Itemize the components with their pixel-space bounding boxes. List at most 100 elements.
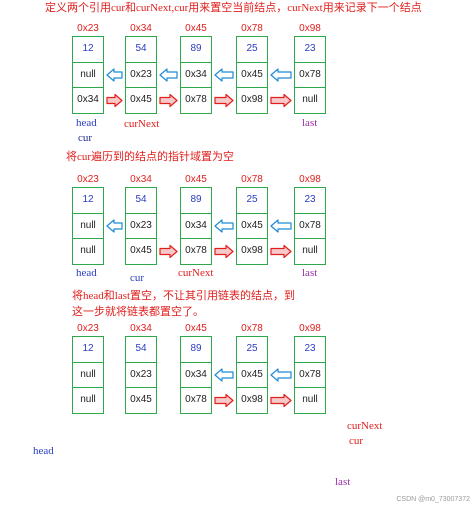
node-address-label: 0x98	[299, 23, 321, 34]
node-prev-cell: 0x78	[294, 61, 326, 89]
prev-pointer-arrow	[270, 219, 292, 233]
node-prev-cell: null	[72, 361, 104, 389]
node-next-cell: 0x45	[125, 238, 157, 265]
head-reference-label: head	[33, 445, 54, 457]
node-next-cell: 0x45	[125, 87, 157, 114]
node-next-cell: 0x98	[236, 238, 268, 265]
node-prev-cell: 0x45	[236, 361, 268, 389]
node-value-cell: 54	[125, 36, 157, 63]
next-pointer-arrow	[214, 244, 234, 259]
step-2-caption: 将cur遍历到的结点的指针域置为空	[66, 151, 235, 163]
node-value-cell: 54	[125, 336, 157, 363]
node-next-cell: 0x45	[125, 387, 157, 414]
step-3-caption-line-2: 这一步就将链表都置空了。	[72, 306, 204, 318]
prev-pointer-arrow	[106, 68, 123, 82]
cur-reference-label: cur	[130, 272, 145, 284]
node-prev-cell: 0x34	[180, 61, 212, 89]
step-1-caption: 定义两个引用cur和curNext,cur用来置空当前结点，curNext用来记…	[45, 2, 422, 14]
curnext-reference-label: curNext	[347, 420, 383, 432]
node-address-label: 0x98	[299, 323, 321, 334]
head-reference-label: head	[76, 267, 97, 279]
node-value-cell: 25	[236, 336, 268, 363]
node-value-cell: 89	[180, 187, 212, 214]
node-value-cell: 12	[72, 336, 104, 363]
prev-pointer-arrow	[270, 68, 292, 82]
next-pointer-arrow	[270, 244, 292, 259]
node-next-cell: null	[294, 387, 326, 414]
node-address-label: 0x45	[185, 174, 207, 185]
prev-pointer-arrow	[270, 368, 292, 382]
node-address-label: 0x98	[299, 174, 321, 185]
node-prev-cell: null	[72, 212, 104, 240]
watermark: CSDN @m0_73007372	[396, 496, 470, 503]
curnext-reference-label: curNext	[124, 118, 160, 130]
node-next-cell: 0x98	[236, 387, 268, 414]
last-reference-label: last	[335, 476, 351, 488]
node-prev-cell: 0x23	[125, 361, 157, 389]
node-address-label: 0x23	[77, 323, 99, 334]
node-address-label: 0x34	[130, 323, 152, 334]
next-pointer-arrow	[214, 393, 234, 408]
node-next-cell: null	[72, 387, 104, 414]
next-pointer-arrow	[159, 244, 178, 259]
node-prev-cell: 0x45	[236, 61, 268, 89]
last-reference-label: last	[302, 117, 318, 129]
next-pointer-arrow	[159, 93, 178, 108]
prev-pointer-arrow	[159, 68, 178, 82]
prev-pointer-arrow	[106, 219, 123, 233]
node-value-cell: 23	[294, 36, 326, 63]
node-value-cell: 25	[236, 187, 268, 214]
node-address-label: 0x34	[130, 23, 152, 34]
curnext-reference-label: curNext	[178, 267, 214, 279]
node-next-cell: 0x98	[236, 87, 268, 114]
node-address-label: 0x78	[241, 323, 263, 334]
node-prev-cell: 0x34	[180, 212, 212, 240]
node-prev-cell: 0x78	[294, 212, 326, 240]
node-address-label: 0x23	[77, 174, 99, 185]
node-address-label: 0x78	[241, 23, 263, 34]
node-next-cell: null	[294, 87, 326, 114]
node-value-cell: 23	[294, 187, 326, 214]
node-value-cell: 54	[125, 187, 157, 214]
next-pointer-arrow	[270, 93, 292, 108]
node-next-cell: null	[72, 238, 104, 265]
node-prev-cell: 0x23	[125, 212, 157, 240]
node-prev-cell: 0x34	[180, 361, 212, 389]
node-value-cell: 23	[294, 336, 326, 363]
node-address-label: 0x34	[130, 174, 152, 185]
next-pointer-arrow	[270, 393, 292, 408]
node-value-cell: 12	[72, 187, 104, 214]
node-value-cell: 25	[236, 36, 268, 63]
cur-reference-label: cur	[78, 132, 93, 144]
node-address-label: 0x45	[185, 23, 207, 34]
step-3-caption-line-1: 将head和last置空，不让其引用链表的结点，到	[72, 290, 296, 302]
node-next-cell: 0x78	[180, 238, 212, 265]
last-reference-label: last	[302, 267, 318, 279]
next-pointer-arrow	[214, 93, 234, 108]
cur-reference-label: cur	[349, 435, 364, 447]
prev-pointer-arrow	[214, 219, 234, 233]
node-prev-cell: 0x45	[236, 212, 268, 240]
node-next-cell: 0x34	[72, 87, 104, 114]
node-address-label: 0x78	[241, 174, 263, 185]
node-next-cell: null	[294, 238, 326, 265]
node-prev-cell: 0x23	[125, 61, 157, 89]
head-reference-label: head	[76, 117, 97, 129]
node-address-label: 0x23	[77, 23, 99, 34]
